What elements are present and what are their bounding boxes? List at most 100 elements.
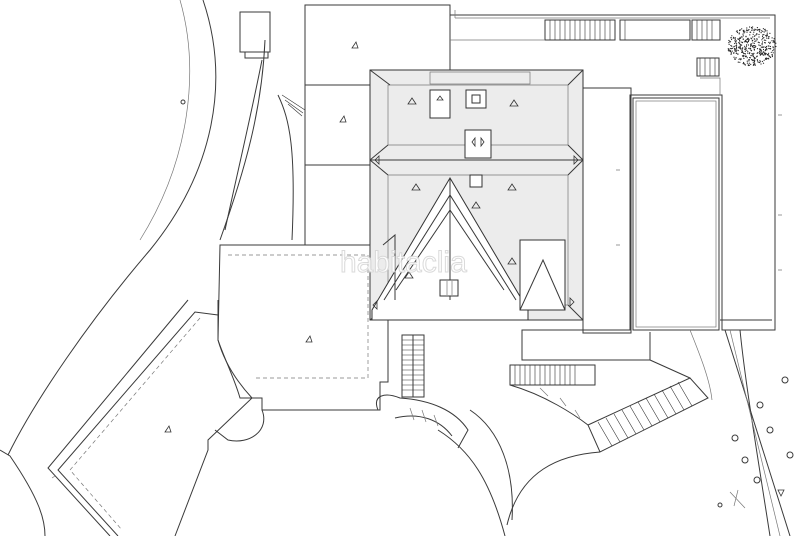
tree-dot — [737, 38, 739, 40]
tree-dot — [730, 53, 732, 55]
tree-dot — [755, 29, 757, 31]
tree-dot — [746, 42, 749, 44]
tree-dot — [752, 36, 754, 38]
tree-dot — [744, 47, 747, 49]
tree-dot — [766, 49, 768, 51]
tree-dot — [734, 42, 736, 45]
tree-dot — [733, 52, 735, 54]
tree-dot — [750, 44, 752, 47]
tree-dot — [768, 37, 770, 40]
tree-dot — [771, 55, 774, 58]
tree-dot — [735, 40, 737, 42]
tree-dot — [728, 49, 730, 51]
tree-dot — [747, 50, 749, 53]
tree-dot — [770, 51, 772, 53]
tree-dot — [775, 45, 777, 48]
tree-dot — [729, 47, 731, 50]
tree-dot — [753, 64, 755, 66]
tree-dot — [756, 27, 759, 29]
tree-dot — [756, 59, 759, 61]
tree-dot — [734, 50, 736, 52]
tree-dot — [742, 35, 744, 37]
tree-dot — [771, 54, 773, 56]
tree-dot — [773, 41, 776, 43]
tree-dot — [761, 41, 764, 43]
top-right-features — [450, 19, 721, 95]
tree-dot — [763, 54, 765, 56]
tree-dot — [760, 48, 762, 51]
tree-dot — [763, 59, 765, 61]
tree-dot — [744, 55, 746, 57]
tree-dot — [752, 33, 754, 35]
tree-dot — [750, 49, 752, 51]
tree-dot — [762, 37, 764, 40]
tree-dot — [747, 29, 749, 32]
tree-dot — [738, 47, 740, 49]
tree-dot — [734, 58, 736, 60]
tree-dot — [747, 37, 749, 39]
tree-dot — [762, 62, 765, 64]
tree-dot — [748, 59, 750, 61]
tree-dot — [751, 53, 753, 55]
tree-dot — [757, 29, 759, 31]
tree-dot — [738, 33, 740, 35]
tree-dot — [763, 34, 765, 36]
tree-dot — [735, 50, 737, 52]
tree-dot — [728, 39, 730, 42]
tree-dot — [762, 30, 764, 32]
tree-dot — [758, 36, 760, 38]
tree-dot — [757, 51, 759, 54]
tree-dot — [757, 61, 759, 63]
tree-dot — [745, 35, 747, 38]
tree-dot — [732, 47, 734, 49]
tree-dot — [764, 30, 767, 32]
tree-dot — [742, 63, 744, 65]
tree-dot — [743, 63, 745, 65]
tree-dot — [749, 47, 751, 49]
tree-dot — [742, 56, 744, 58]
tree-dot — [756, 56, 758, 58]
tree-dot — [739, 39, 741, 42]
tree-dot — [764, 58, 767, 60]
tree-dot — [732, 37, 734, 39]
tree-dot — [750, 63, 752, 65]
tree-dot — [742, 54, 745, 57]
tree-dot — [760, 46, 763, 48]
tree-dot — [746, 27, 748, 29]
tree-dot — [740, 44, 742, 46]
tree-dot — [739, 38, 741, 40]
tree-dot — [741, 44, 743, 46]
tree-dot — [753, 59, 755, 61]
tree-dot — [738, 42, 740, 44]
tree-dot — [746, 49, 748, 51]
top-left-block — [239, 11, 306, 117]
tree-dot — [728, 50, 731, 52]
tree-dot — [753, 42, 756, 44]
tree-dot — [762, 34, 764, 36]
tree-dot — [742, 30, 744, 32]
tree-dot — [760, 51, 762, 54]
tree-dot — [754, 38, 756, 40]
tree-dot — [746, 31, 748, 33]
tree-dot — [730, 44, 732, 47]
tree-dot — [749, 34, 751, 36]
tree-dot — [754, 63, 756, 65]
tree-dot — [745, 45, 748, 47]
tree-dot — [754, 28, 756, 30]
tree-dot — [756, 38, 758, 40]
tree-dot — [772, 41, 774, 43]
tree-dot — [750, 31, 752, 33]
tree-dot — [768, 55, 771, 57]
tree-dot — [762, 28, 765, 30]
tree-dot — [745, 47, 747, 49]
tree-dot — [775, 42, 777, 44]
tree-dot — [754, 57, 756, 59]
tree-dot — [747, 52, 749, 54]
tree-dot — [753, 56, 755, 58]
tree-dot — [731, 48, 733, 50]
tree-dot — [761, 52, 763, 55]
tree-dot — [741, 36, 743, 38]
front-gable-roof — [371, 177, 566, 321]
tree-dot — [763, 46, 765, 48]
